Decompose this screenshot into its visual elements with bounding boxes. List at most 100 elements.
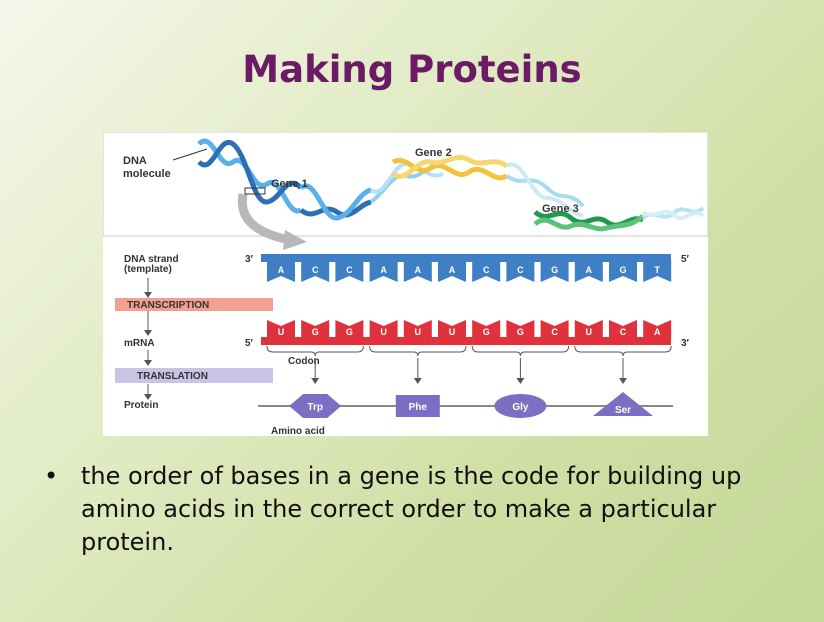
- dna-base-letter: A: [415, 265, 422, 275]
- gene1-highlight-box: [244, 187, 266, 195]
- dna-base-tile: [335, 260, 364, 282]
- gene2-strand-a: [391, 157, 509, 181]
- flow-arrow-3: [144, 360, 152, 366]
- codon-arrow-head: [516, 378, 525, 384]
- dna-base-letter: C: [312, 265, 319, 275]
- bullet-marker: •: [44, 462, 59, 490]
- dna-base-tile: [472, 260, 501, 282]
- amino-acid-shape: [494, 394, 547, 418]
- dna-base-tile: [643, 260, 672, 282]
- mrna-base-letter: A: [654, 327, 661, 337]
- mrna-base-letter: G: [483, 327, 490, 337]
- mrna-base-letter: U: [415, 327, 422, 337]
- dna-base-letter: G: [551, 265, 558, 275]
- dna-base-letter: T: [654, 265, 660, 275]
- translation-label: TRANSLATION: [137, 371, 208, 382]
- codon-bracket: [266, 345, 364, 357]
- mrna-base-letter: G: [517, 327, 524, 337]
- mrna-base-tile: [472, 320, 501, 339]
- dna-base-tile: [574, 260, 603, 282]
- dna-base-letter: C: [517, 265, 524, 275]
- amino-acid-label: Ser: [615, 405, 631, 416]
- dna-molecule-label-2: molecule: [123, 168, 171, 180]
- dna-base-letter: C: [346, 265, 353, 275]
- mrna-base-letter: C: [551, 327, 558, 337]
- gene3-strand-b: [533, 214, 645, 232]
- codon-arrow-head: [619, 378, 627, 384]
- slide-title: Making Proteins: [242, 48, 582, 91]
- mrna-base-tile: [438, 320, 466, 339]
- bullet-text: the order of bases in a gene is the code…: [81, 462, 742, 556]
- dna-base-tile: [267, 260, 295, 282]
- dna-base-tile: [609, 260, 637, 282]
- dna-strand-label-2: (template): [124, 264, 172, 275]
- mrna-base-tile: [643, 320, 672, 339]
- mrna-base-letter: U: [449, 327, 456, 337]
- dna-base-letter: C: [483, 265, 490, 275]
- mrna-base-tile: [574, 320, 603, 339]
- amino-acid-label: Trp: [307, 402, 323, 413]
- amino-acid-label: Gly: [512, 402, 529, 413]
- mrna-5prime-label: 5′: [245, 338, 254, 349]
- mrna-base-tile: [506, 320, 535, 339]
- codon-bracket: [471, 345, 570, 357]
- amino-acids: Trp Phe Gly Ser: [289, 392, 653, 418]
- helix-desc-a: [505, 174, 585, 208]
- mrna-base-tile: [540, 320, 569, 339]
- dna-5prime-label: 5′: [681, 254, 690, 265]
- gene1-label: Gene 1: [271, 178, 308, 190]
- codon-brackets: [266, 345, 672, 384]
- gene3-label: Gene 3: [542, 203, 579, 215]
- dna-base-tile: [506, 260, 535, 282]
- amino-acid-label: Phe: [409, 402, 428, 413]
- gene2-label: Gene 2: [415, 147, 452, 159]
- amino-acid-shape: [593, 392, 653, 416]
- dna-backbone: [261, 254, 671, 262]
- mrna-backbone: [261, 337, 671, 345]
- flow-arrow-1: [144, 292, 152, 298]
- amino-acid-label: Amino acid: [271, 426, 325, 436]
- mrna-base-letter: U: [380, 327, 387, 337]
- amino-acid-shape: [395, 395, 440, 417]
- dna-base-letter: A: [449, 265, 456, 275]
- mrna-base-tile: [403, 320, 432, 339]
- dna-base-tile: [540, 260, 569, 282]
- codon-bracket: [369, 345, 467, 357]
- dna-base-letter: A: [380, 265, 387, 275]
- gene1-strand-b: [299, 183, 372, 221]
- codon-arrow-head: [413, 378, 422, 384]
- gene1-strand-a: [299, 199, 372, 218]
- mrna-base-letter: G: [312, 327, 319, 337]
- mrna-base-letter: U: [278, 327, 285, 337]
- dna-panel-frame: [103, 132, 708, 237]
- dna-strand-label-1: DNA strand: [124, 254, 179, 265]
- dna-base-letter: G: [619, 265, 626, 275]
- dna-base-letter: A: [278, 265, 285, 275]
- mrna-label: mRNA: [124, 338, 155, 349]
- mrna-base-tile: [301, 320, 330, 339]
- mrna-base-tile: [335, 320, 364, 339]
- transcription-box: [115, 298, 273, 311]
- dna-label-pointer: [172, 148, 208, 161]
- helix-right-b: [641, 209, 705, 220]
- mrna-3prime-label: 3′: [681, 338, 690, 349]
- mrna-base-tile: [369, 320, 398, 339]
- codon-arrow-head: [311, 378, 320, 384]
- zoom-arrow-head: [283, 230, 307, 250]
- gene2-strand-b: [391, 155, 509, 179]
- dna-base-tile: [403, 260, 432, 282]
- mrna-base-letter: C: [620, 327, 627, 337]
- mrna-base-tile: [609, 320, 637, 339]
- helix-desc-b: [505, 162, 584, 218]
- flow-arrow-4: [144, 394, 152, 400]
- protein-synthesis-diagram: DNA molecule Gene 1 Gene 2 Gene 3: [103, 132, 708, 436]
- dna-base-tile: [301, 260, 330, 282]
- dna-molecule-label-1: DNA: [123, 155, 147, 167]
- dna-base-tile: [438, 260, 466, 282]
- flow-arrow-2: [144, 330, 152, 336]
- amino-acid-shape: [289, 394, 342, 418]
- protein-label: Protein: [124, 400, 158, 411]
- dna-molecule-panel: DNA molecule Gene 1 Gene 2 Gene 3: [103, 132, 708, 237]
